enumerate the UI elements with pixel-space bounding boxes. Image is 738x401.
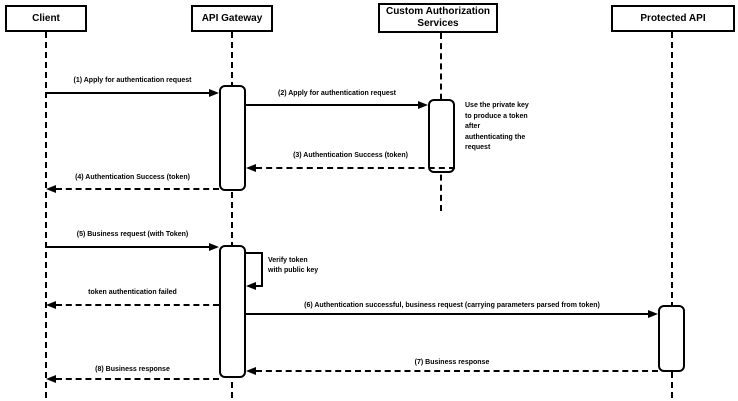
participant-api-gateway: API Gateway — [191, 5, 273, 32]
participant-client: Client — [5, 5, 87, 32]
self-message-line-bottom — [256, 285, 263, 287]
self-message-arrowhead-icon — [246, 282, 256, 290]
note-private-key: Use the private key to produce a token a… — [465, 102, 529, 151]
message-6-line — [246, 313, 648, 315]
message-5-arrowhead-icon — [209, 243, 219, 251]
activation-custom-authorization-services — [428, 99, 455, 173]
message-6-label: (6) Authentication successful, business … — [304, 302, 600, 309]
message-2-arrowhead-icon — [418, 101, 428, 109]
message-3-line — [256, 167, 455, 169]
message-1-label: (1) Apply for authentication request — [73, 77, 192, 84]
message-7-arrowhead-icon — [246, 367, 256, 375]
message-4-label: (4) Authentication Success (token) — [75, 174, 190, 181]
message-4-line — [56, 188, 219, 190]
message-8-label: (8) Business response — [95, 366, 170, 373]
activation-protected-api — [658, 305, 685, 372]
lifeline-protected-api — [671, 32, 673, 398]
message-1-arrowhead-icon — [209, 89, 219, 97]
message-8-arrowhead-icon — [46, 375, 56, 383]
participant-protected-api: Protected API — [611, 5, 735, 32]
message-3-label: (3) Authentication Success (token) — [293, 152, 408, 159]
activation-api-gateway-2 — [219, 245, 246, 378]
message-5-label: (5) Business request (with Token) — [76, 231, 189, 238]
message-6-arrowhead-icon — [648, 310, 658, 318]
message-fail-label: token authentication failed — [88, 289, 177, 296]
self-message-label: Verify token with public key — [268, 257, 319, 274]
message-8-line — [56, 378, 219, 380]
activation-api-gateway-1 — [219, 85, 246, 191]
message-fail-arrowhead-icon — [46, 301, 56, 309]
message-1-line — [46, 92, 210, 94]
message-5-line — [46, 246, 210, 248]
message-2-label: (2) Apply for authentication request — [278, 90, 396, 97]
message-2-line — [246, 104, 419, 106]
message-7-label: (7) Business response — [414, 359, 490, 366]
lifeline-api-gateway — [231, 32, 233, 398]
message-7-line — [256, 370, 658, 372]
message-fail-line — [56, 304, 219, 306]
self-message-line-top — [246, 252, 263, 254]
message-3-arrowhead-icon — [246, 164, 256, 172]
lifeline-client — [45, 32, 47, 398]
participant-custom-authorization-services: Custom Authorization Services — [378, 3, 498, 33]
message-4-arrowhead-icon — [46, 185, 56, 193]
self-message-line-right — [261, 252, 263, 286]
